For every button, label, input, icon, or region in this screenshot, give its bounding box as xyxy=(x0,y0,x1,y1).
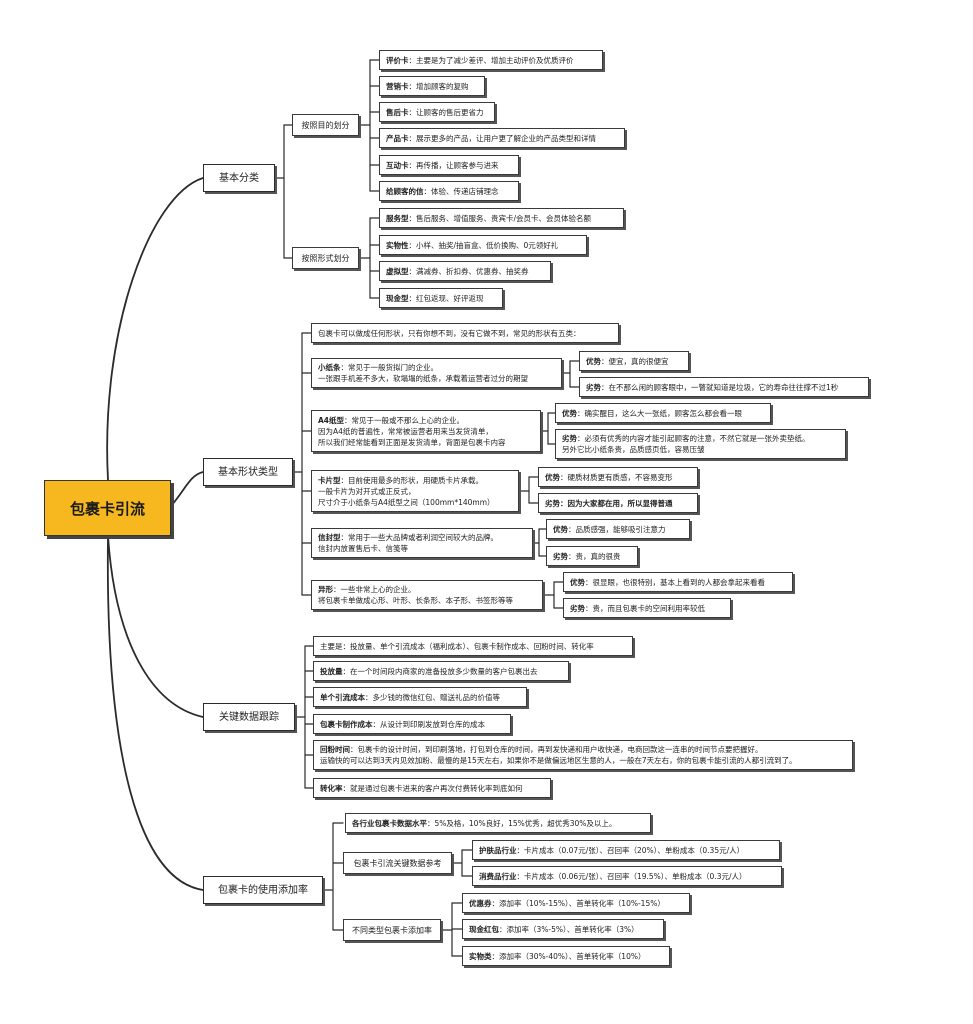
shape-envelope-type[interactable]: 信封型：常用于一些大品牌或者利润空间较大的品牌。 信封内放置售后卡、信笺等 xyxy=(311,528,533,558)
shape-intro[interactable]: 包裹卡可以做成任何形状，只有你想不到，没有它做不到，常见的形状有五类： xyxy=(311,323,619,343)
connector-line xyxy=(106,535,204,891)
tracking-return-time[interactable]: 回粉时间：包裹卡的设计时间，到印刷落地，打包到仓库的时间，再到发快递和用户收快递… xyxy=(313,740,853,770)
item-interaction-card[interactable]: 互动卡：再传播，让顾客参与进来 xyxy=(379,155,519,175)
card-type-pros[interactable]: 优势：硬质材质更有质感，不容易变形 xyxy=(538,467,698,487)
tracking-summary[interactable]: 主要是：投放量、单个引流成本（福利成本）、包裹卡制作成本、回粉时间、转化率 xyxy=(313,636,633,656)
irregular-type-cons[interactable]: 劣势：贵，而且包裹卡的空间利用率较低 xyxy=(563,598,731,618)
item-letter-to-customer[interactable]: 给顾客的信：体验、传递店铺理念 xyxy=(379,181,519,201)
rate-coupon[interactable]: 优惠券：添加率（10%-15%）、首单转化率（10%-15%） xyxy=(462,893,690,913)
shape-card-type[interactable]: 卡片型：目前使用最多的形状，用硬质卡片承载。 一般卡片为对开式或正反式， 尺寸介… xyxy=(311,470,519,512)
rate-cash-red-packet[interactable]: 现金红包：添加率（3%-5%）、首单转化率（3%） xyxy=(462,919,664,939)
shape-irregular-type[interactable]: 异形：一些非常上心的企业。 将包裹卡单做成心形、叶形、长条形、本子形、书签形等等 xyxy=(311,580,543,610)
card-type-cons[interactable]: 劣势：因为大家都在用，所以显得普通 xyxy=(538,493,698,513)
connector-line xyxy=(170,471,204,507)
item-physical-type[interactable]: 实物性：小样、抽奖/抽盲盒、低价换购、0元领好礼 xyxy=(379,235,587,255)
group-rate-by-card-type[interactable]: 不同类型包裹卡添加率 xyxy=(343,919,441,941)
item-product-card[interactable]: 产品卡：展示更多的产品，让用户更了解企业的产品类型和详情 xyxy=(379,128,625,148)
item-review-card[interactable]: 评价卡：主要是为了减少差评、增加主动评价及优质评价 xyxy=(379,50,603,70)
item-aftersale-card[interactable]: 售后卡：让顾客的售后更省力 xyxy=(379,102,495,122)
branch-shape-types[interactable]: 基本形状类型 xyxy=(203,458,293,486)
ref-skincare-industry[interactable]: 护肤品行业：卡片成本（0.07元/张）、召回率（20%）、单粉成本（0.35元/… xyxy=(472,840,780,860)
item-service-type[interactable]: 服务型：售后服务、增值服务、贵宾卡/会员卡、会员体验名额 xyxy=(379,208,624,228)
irregular-type-pros[interactable]: 优势：很显眼，也很特别，基本上看到的人都会拿起来看看 xyxy=(563,572,793,592)
root-topic[interactable]: 包裹卡引流 xyxy=(44,480,171,536)
small-note-cons[interactable]: 劣势：在不那么闲的顾客眼中，一瞥就知道是垃圾，它的寿命往往撑不过1秒 xyxy=(579,377,869,397)
tracking-conversion-rate[interactable]: 转化率：就是通过包裹卡进来的客户再次付费转化率到底如何 xyxy=(313,778,551,798)
rate-physical-gift[interactable]: 实物类：添加率（30%-40%）、首单转化率（10%） xyxy=(462,946,670,966)
branch-data-tracking[interactable]: 关键数据跟踪 xyxy=(203,703,295,731)
item-marketing-card[interactable]: 营销卡：增加顾客的复购 xyxy=(379,76,485,96)
branch-add-rate[interactable]: 包裹卡的使用添加率 xyxy=(203,876,323,904)
item-cash-type[interactable]: 现金型：红包返现、好评返现 xyxy=(379,288,503,308)
tracking-production-cost[interactable]: 包裹卡制作成本：从设计到印刷发放到仓库的成本 xyxy=(313,714,511,734)
a4-paper-cons[interactable]: 劣势：必须有优秀的内容才能引起顾客的注意，不然它就是一张外卖垫纸。 另外它比小纸… xyxy=(555,429,846,459)
shape-a4-paper[interactable]: A4纸型：常见于一般或不那么上心的企业。 因为A4纸的普遍性，常常被运营者用来当… xyxy=(311,410,541,452)
branch-basic-classification[interactable]: 基本分类 xyxy=(203,164,275,192)
item-virtual-type[interactable]: 虚拟型：满减券、折扣券、优惠券、抽奖券 xyxy=(379,261,551,281)
group-by-form[interactable]: 按照形式划分 xyxy=(292,247,359,269)
envelope-type-cons[interactable]: 劣势：贵，真的很贵 xyxy=(546,546,638,566)
tracking-volume[interactable]: 投放量：在一个时间段内商家的准备投放多少数量的客户包裹出去 xyxy=(313,661,569,681)
a4-paper-pros[interactable]: 优势：确实醒目，这么大一张纸，顾客怎么都会看一眼 xyxy=(555,403,771,423)
connector-line xyxy=(106,177,204,481)
tracking-unit-cost[interactable]: 单个引流成本：多少钱的微信红包、赠送礼品的价值等 xyxy=(313,687,527,707)
rate-industry-level[interactable]: 各行业包裹卡数据水平：5%及格，10%良好，15%优秀，超优秀30%及以上。 xyxy=(345,813,651,833)
small-note-pros[interactable]: 优势：便宜，真的很便宜 xyxy=(579,351,689,371)
ref-consumer-goods-industry[interactable]: 消费品行业：卡片成本（0.06元/张）、召回率（19.5%）、单粉成本（0.3元… xyxy=(472,866,782,886)
group-key-data-reference[interactable]: 包裹卡引流关键数据参考 xyxy=(343,852,452,874)
group-by-purpose[interactable]: 按照目的划分 xyxy=(292,114,359,136)
shape-small-note[interactable]: 小纸条：常见于一般货拟门的企业。 一张跟手机差不多大，软塌塌的纸条，承载着运营者… xyxy=(311,358,562,388)
envelope-type-pros[interactable]: 优势：品质感强，能够吸引注意力 xyxy=(546,519,690,539)
connector-line xyxy=(107,535,204,718)
